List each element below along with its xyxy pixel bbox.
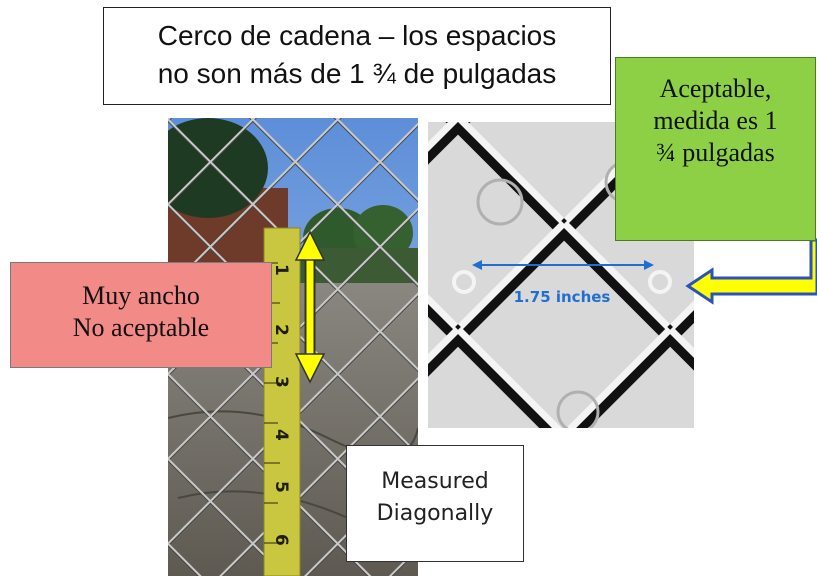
- tape-number-5: 5: [271, 481, 291, 493]
- not-acceptable-line-2: No aceptable: [72, 313, 210, 342]
- tape-number-1: 1: [271, 264, 291, 276]
- measured-line-2: Diagonally: [376, 501, 494, 526]
- mesh-measurement-label: 1.75 inches: [514, 288, 611, 306]
- title-line-2: no son más de 1 ¾ de pulgadas: [157, 58, 557, 89]
- tape-number-6: 6: [271, 534, 291, 546]
- acceptable-line-2: medida es 1: [653, 106, 778, 135]
- mesh-closeup: 1.75 inches: [428, 122, 694, 428]
- tape-number-2: 2: [271, 324, 291, 336]
- acceptable-line-1: Aceptable,: [659, 74, 772, 103]
- pointer-arrow: [685, 238, 817, 305]
- not-acceptable-label: Muy ancho No aceptable: [10, 262, 272, 368]
- measured-line-1: Measured: [381, 469, 489, 494]
- title-box: Cerco de cadena – los espacios no son má…: [103, 7, 611, 105]
- measured-diagonally-label: Measured Diagonally: [346, 445, 524, 562]
- tape-number-4: 4: [271, 429, 291, 441]
- title-line-1: Cerco de cadena – los espacios: [157, 20, 557, 51]
- tape-number-3: 3: [271, 376, 291, 388]
- not-acceptable-line-1: Muy ancho: [82, 281, 200, 310]
- acceptable-label: Aceptable, medida es 1 ¾ pulgadas: [615, 57, 816, 241]
- mesh-closeup-graphic: 1.75 inches: [428, 122, 694, 428]
- acceptable-line-3: ¾ pulgadas: [656, 138, 775, 167]
